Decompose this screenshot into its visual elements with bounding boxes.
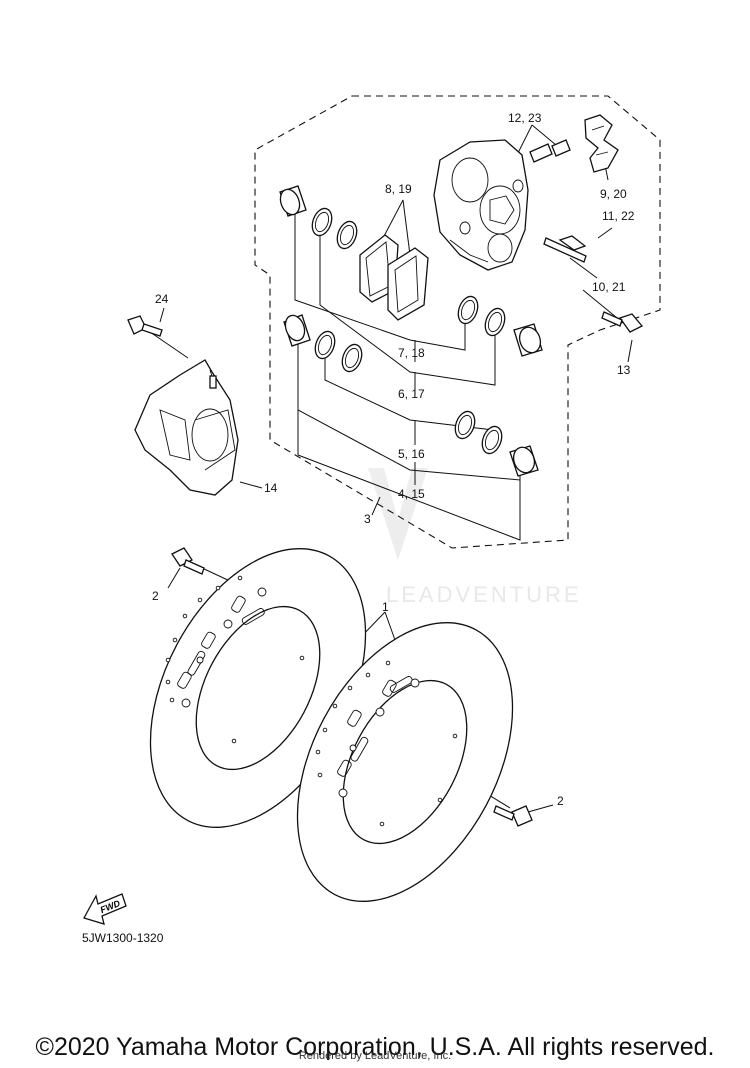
callout-10-21: 10, 21 xyxy=(592,280,626,294)
bolt-24 xyxy=(127,315,163,337)
callout-labels: 12, 23 8, 19 9, 20 11, 22 10, 21 24 7, 1… xyxy=(152,111,635,808)
caliper-kit-outline xyxy=(254,95,661,549)
caliper-left xyxy=(134,359,239,496)
rendered-by-notice: Rendered by LeadVenture, Inc. xyxy=(298,1050,452,1062)
callout-24: 24 xyxy=(155,292,169,306)
callout-2-lower: 2 xyxy=(557,794,564,808)
callout-11-22: 11, 22 xyxy=(602,209,635,223)
bolt-13 xyxy=(601,311,644,333)
callout-14: 14 xyxy=(264,481,278,495)
callout-5-16: 5, 16 xyxy=(398,447,425,461)
callout-6-17: 6, 17 xyxy=(398,387,425,401)
leader-lines xyxy=(149,124,633,813)
bolt-2-upper xyxy=(171,547,205,575)
brake-pads xyxy=(359,234,429,321)
bolt-2-lower xyxy=(493,805,533,827)
callout-8-19: 8, 19 xyxy=(385,182,412,196)
callout-2-upper: 2 xyxy=(152,589,159,603)
callout-12-23: 12, 23 xyxy=(508,111,542,125)
callout-3: 3 xyxy=(364,512,371,526)
callout-13: 13 xyxy=(617,363,631,377)
copyright-notice: ©2020 Yamaha Motor Corporation, U.S.A. A… xyxy=(35,1033,715,1061)
callout-7-18: 7, 18 xyxy=(398,346,425,360)
brake-disc-front xyxy=(296,622,514,902)
callout-4-15: 4, 15 xyxy=(398,487,425,501)
piston-seal-set xyxy=(279,185,543,477)
watermark-text: LEADVENTURE xyxy=(386,582,582,607)
pad-spring xyxy=(584,114,619,173)
diagram-code: 5JW1300-1320 xyxy=(82,931,164,945)
caliper-right xyxy=(433,139,529,271)
callout-1: 1 xyxy=(382,600,389,614)
watermark-logo: LEADVENTURE xyxy=(368,468,582,607)
callout-9-20: 9, 20 xyxy=(600,187,627,201)
fwd-arrow-icon: FWD xyxy=(83,893,127,925)
pad-pin xyxy=(543,235,587,263)
bleed-screw xyxy=(529,139,571,163)
